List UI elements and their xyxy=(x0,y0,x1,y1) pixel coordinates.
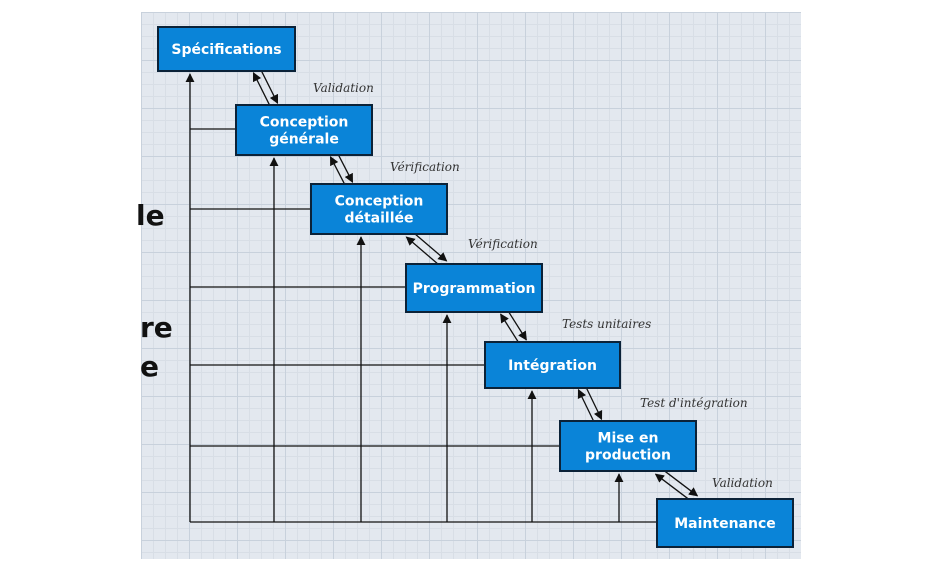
step-label: Intégration xyxy=(508,358,597,374)
step-label: Maintenance xyxy=(674,516,776,532)
feedback-connectors xyxy=(185,73,657,523)
step-label: détaillée xyxy=(344,211,413,227)
step-label: Mise en xyxy=(598,431,659,447)
forward-arrow xyxy=(259,68,279,105)
transition-label: Test d'intégration xyxy=(640,396,748,410)
return-arrow xyxy=(577,388,595,424)
step-box-rect xyxy=(559,420,697,472)
step-label: Conception xyxy=(335,194,424,210)
side-text-fragment-1: le xyxy=(136,199,165,232)
return-arrow xyxy=(500,313,521,345)
return-arrow xyxy=(654,473,693,503)
transition-arrows: ValidationVérificationVérificationTests … xyxy=(252,68,773,503)
step-label: production xyxy=(585,448,671,464)
step-label: Spécifications xyxy=(171,42,281,58)
return-arrow xyxy=(252,71,272,108)
step-box-rect xyxy=(235,104,373,156)
forward-arrow xyxy=(660,467,699,497)
forward-arrow xyxy=(585,385,603,421)
step-box-specifications: Spécifications xyxy=(157,26,296,72)
step-box-rect xyxy=(656,498,794,548)
side-text-fragment-2: re xyxy=(140,311,173,344)
step-box-programmation: Programmation xyxy=(405,263,543,313)
transition-label: Vérification xyxy=(468,237,538,251)
forward-arrow xyxy=(336,152,354,183)
transition-label: Tests unitaires xyxy=(562,317,651,331)
return-arrow xyxy=(405,236,442,268)
step-label: générale xyxy=(269,132,339,148)
step-label: Conception xyxy=(260,115,349,131)
step-box-rect xyxy=(405,263,543,313)
step-box-rect xyxy=(310,183,448,235)
forward-arrow xyxy=(506,309,527,341)
transition-label: Validation xyxy=(313,81,374,95)
step-box-rect xyxy=(484,341,621,389)
transition-label: Vérification xyxy=(390,160,460,174)
step-boxes: SpécificationsConceptiongénéraleConcepti… xyxy=(157,26,794,548)
step-box-maintenance: Maintenance xyxy=(656,498,794,548)
step-box-rect xyxy=(157,26,296,72)
return-arrow xyxy=(329,156,347,187)
step-label: Programmation xyxy=(413,281,536,297)
transition-label: Validation xyxy=(712,476,773,490)
step-box-integration: Intégration xyxy=(484,341,621,389)
side-text-fragment-3: e xyxy=(140,350,159,383)
forward-arrow xyxy=(411,230,448,262)
